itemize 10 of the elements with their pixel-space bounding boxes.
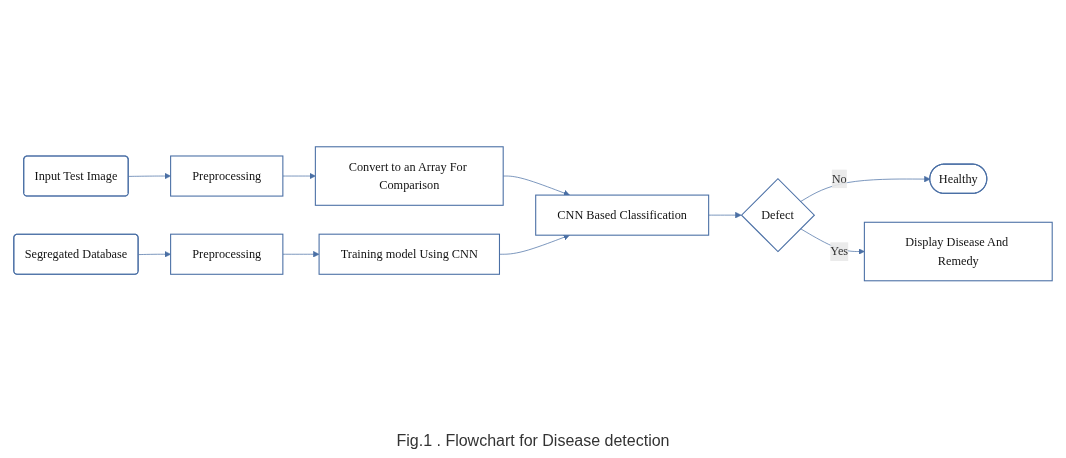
node-box: Convert to an Array For Comparison bbox=[314, 146, 504, 207]
node-box: Preprocessing bbox=[170, 233, 284, 276]
edge-label: No bbox=[831, 171, 847, 186]
node-box: CNN Based Classification bbox=[535, 194, 710, 236]
node-box: Training model Using CNN bbox=[318, 233, 500, 276]
node-diamond: Defect bbox=[740, 178, 816, 253]
node-box: Preprocessing bbox=[170, 155, 284, 197]
figure-caption: Fig.1 . Flowchart for Disease detection bbox=[396, 432, 670, 450]
node-box: Display Disease And Remedy bbox=[863, 221, 1053, 282]
edge-label: Yes bbox=[830, 244, 849, 259]
